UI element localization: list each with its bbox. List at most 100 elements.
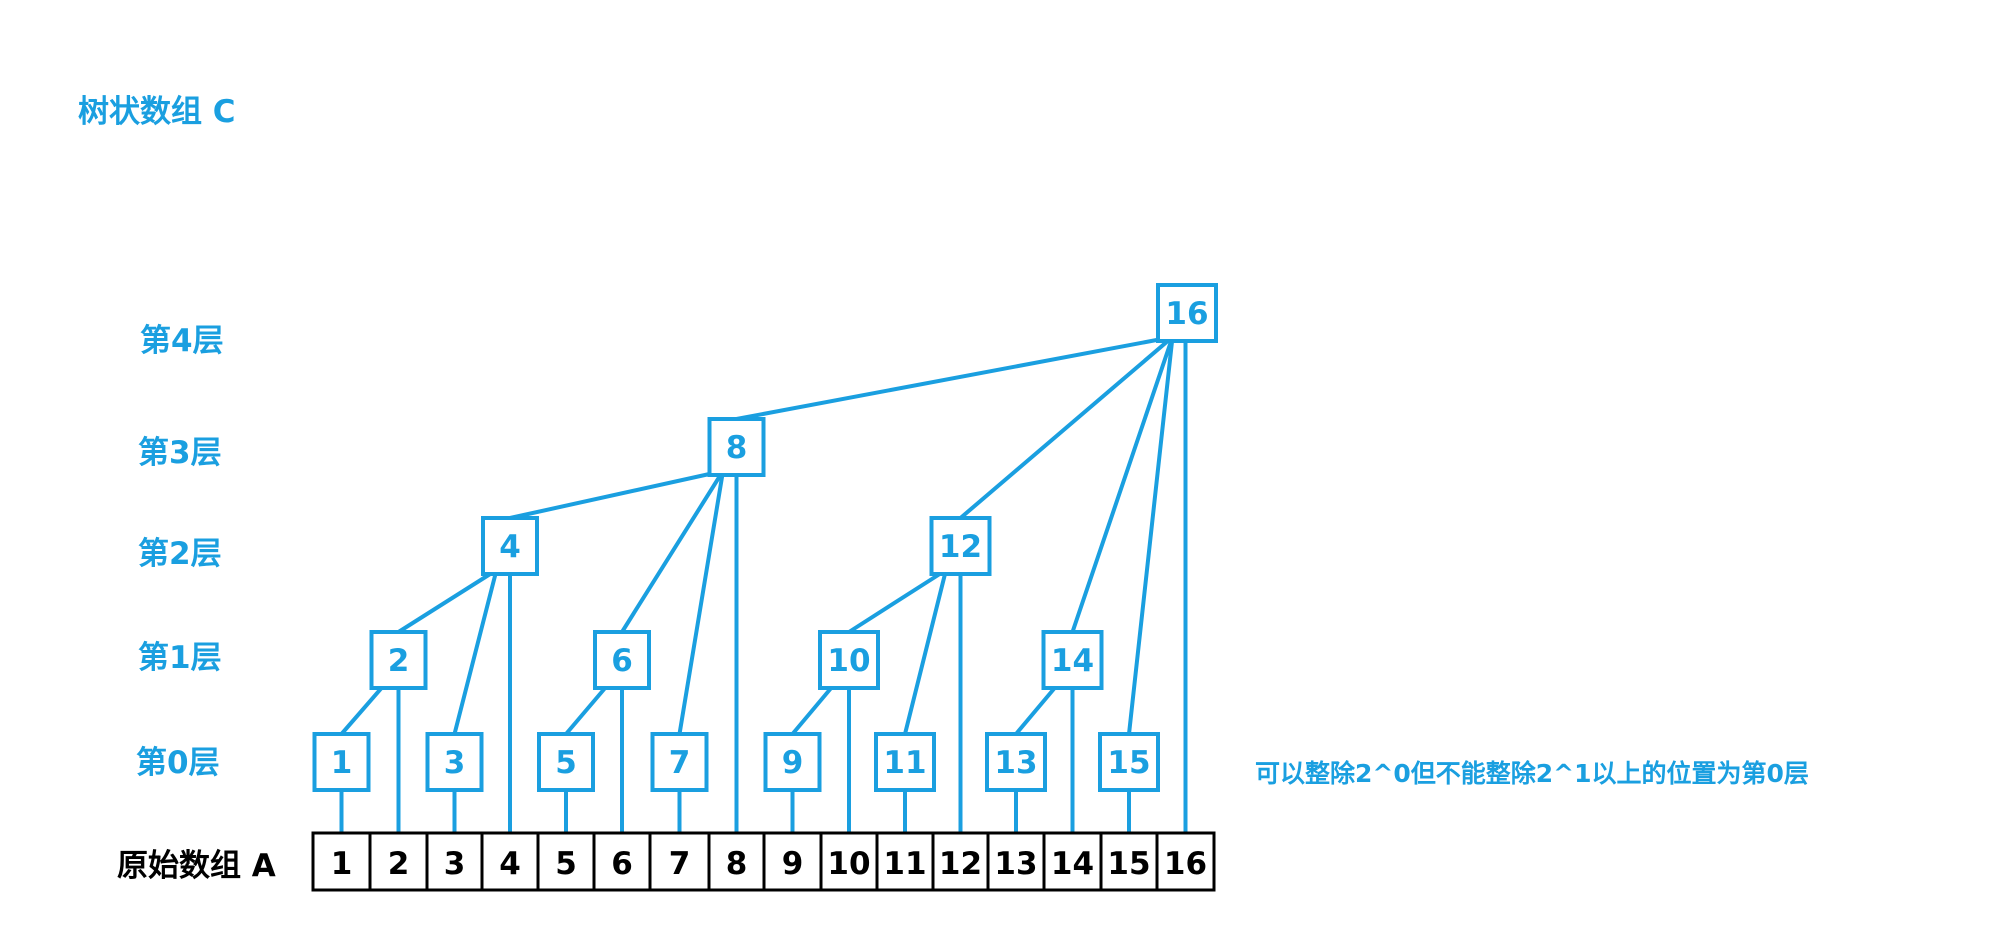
tree-node-box bbox=[1098, 732, 1160, 792]
array-cell-box bbox=[1155, 831, 1216, 892]
array-cell: 14 bbox=[1042, 831, 1103, 892]
tree-node-box bbox=[763, 732, 822, 792]
array-cell: 9 bbox=[762, 831, 823, 892]
array-cell-label: 2 bbox=[388, 846, 410, 882]
tree-edge bbox=[677, 469, 725, 736]
layer-labels: 第4层 第3层 第2层 第1层 第0层 bbox=[136, 323, 224, 781]
tree-node-box bbox=[481, 516, 539, 576]
tree-node: 6 bbox=[593, 630, 651, 690]
array-cell-box bbox=[986, 831, 1046, 892]
array-cell: 16 bbox=[1155, 831, 1216, 892]
tree-node: 16 bbox=[1156, 283, 1218, 343]
array-cell-label: 16 bbox=[1164, 846, 1207, 882]
tree-node: 7 bbox=[650, 732, 709, 792]
tree-node-label: 5 bbox=[555, 745, 577, 781]
tree-node-label: 6 bbox=[611, 643, 633, 679]
array-cell-box bbox=[1099, 831, 1159, 892]
tree-node-box bbox=[985, 732, 1047, 792]
array-cell: 6 bbox=[592, 831, 652, 892]
diagram-title: 树状数组 C bbox=[78, 94, 236, 130]
tree-node-label: 11 bbox=[883, 745, 926, 781]
tree-node-label: 3 bbox=[444, 745, 466, 781]
layer-label-3: 第3层 bbox=[138, 435, 222, 471]
array-cell-label: 14 bbox=[1051, 846, 1094, 882]
tree-node-box bbox=[369, 630, 428, 690]
tree-node-label: 9 bbox=[782, 745, 804, 781]
tree-edge bbox=[452, 568, 499, 736]
tree-edge bbox=[1014, 682, 1060, 736]
tree-edge bbox=[958, 335, 1175, 520]
tree-node-label: 10 bbox=[827, 643, 870, 679]
tree-edge bbox=[847, 568, 948, 634]
array-cell-label: 4 bbox=[499, 846, 521, 882]
tree-edge bbox=[1127, 335, 1175, 736]
tree-node-label: 13 bbox=[994, 745, 1037, 781]
array-cell: 1 bbox=[311, 831, 372, 892]
tree-node-box bbox=[818, 630, 880, 690]
tree-node: 12 bbox=[929, 516, 992, 576]
tree-node: 3 bbox=[425, 732, 484, 792]
array-cell-box bbox=[311, 831, 372, 892]
array-cell-box bbox=[819, 831, 879, 892]
array-cell-label: 8 bbox=[726, 846, 748, 882]
array-label: 原始数组 A bbox=[117, 848, 276, 884]
array-cell-label: 13 bbox=[994, 846, 1037, 882]
array-cell-label: 11 bbox=[883, 846, 926, 882]
tree-node-box bbox=[593, 630, 651, 690]
array-cell-box bbox=[536, 831, 596, 892]
tree-edge bbox=[903, 568, 948, 736]
array-cell: 8 bbox=[707, 831, 766, 892]
layer-label-1: 第1层 bbox=[138, 640, 222, 676]
array-cell: 15 bbox=[1099, 831, 1159, 892]
tree-edge bbox=[339, 682, 387, 736]
tree-node: 2 bbox=[369, 630, 428, 690]
layer-label-0: 第0层 bbox=[136, 745, 220, 781]
tree-node-box bbox=[707, 417, 766, 477]
tree-node: 9 bbox=[763, 732, 822, 792]
tree-node-label: 14 bbox=[1051, 643, 1094, 679]
tree-node-box bbox=[537, 732, 595, 792]
tree-edge bbox=[790, 682, 837, 736]
array-cell-box bbox=[931, 831, 990, 892]
tree-node-box bbox=[929, 516, 992, 576]
tree-edges bbox=[339, 335, 1188, 835]
array-cell: 7 bbox=[648, 831, 711, 892]
tree-node-label: 7 bbox=[669, 745, 691, 781]
array-cell: 4 bbox=[480, 831, 540, 892]
tree-node-label: 8 bbox=[726, 430, 748, 466]
tree-edge bbox=[508, 469, 725, 520]
array-cell: 10 bbox=[819, 831, 879, 892]
tree-node: 5 bbox=[537, 732, 595, 792]
tree-edge bbox=[1070, 335, 1175, 634]
tree-node-box bbox=[874, 732, 936, 792]
array-cell: 3 bbox=[425, 831, 484, 892]
array-cell-label: 9 bbox=[782, 846, 804, 882]
tree-node-box bbox=[650, 732, 709, 792]
tree-node-label: 2 bbox=[388, 643, 410, 679]
array-cell-label: 5 bbox=[555, 846, 577, 882]
array-cell: 11 bbox=[875, 831, 935, 892]
array-cell: 12 bbox=[931, 831, 990, 892]
tree-node: 15 bbox=[1098, 732, 1160, 792]
tree-node: 1 bbox=[312, 732, 371, 792]
tree-node-label: 12 bbox=[939, 529, 982, 565]
array-cell-label: 3 bbox=[444, 846, 466, 882]
array-cell-label: 12 bbox=[939, 846, 982, 882]
tree-node: 11 bbox=[874, 732, 936, 792]
array-cell-label: 1 bbox=[331, 846, 353, 882]
tree-node: 14 bbox=[1041, 630, 1104, 690]
tree-edge bbox=[396, 568, 499, 634]
array-cell-label: 7 bbox=[669, 846, 691, 882]
tree-node: 4 bbox=[481, 516, 539, 576]
layer-label-4: 第4层 bbox=[140, 323, 224, 359]
array-cell: 13 bbox=[986, 831, 1046, 892]
tree-node-label: 16 bbox=[1165, 296, 1208, 332]
tree-node: 13 bbox=[985, 732, 1047, 792]
array-cell: 5 bbox=[536, 831, 596, 892]
tree-edge bbox=[734, 335, 1175, 421]
layer-label-2: 第2层 bbox=[138, 536, 222, 572]
tree-node-label: 4 bbox=[499, 529, 521, 565]
